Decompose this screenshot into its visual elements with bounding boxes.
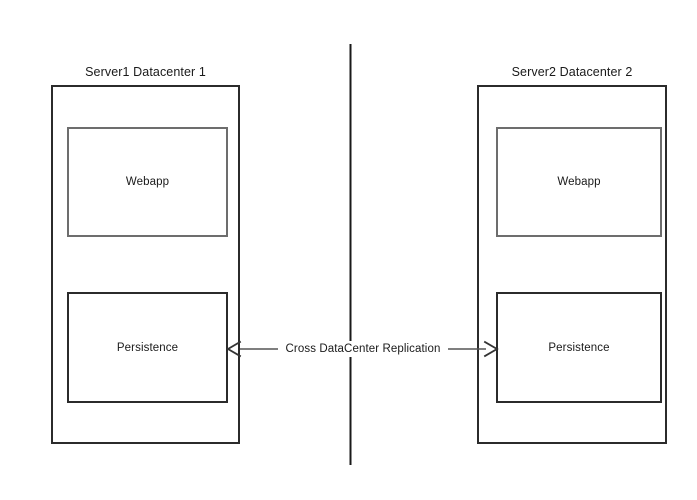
datacenter-1-webapp-box[interactable]: Webapp — [67, 127, 228, 237]
datacenter-2-persistence-box[interactable]: Persistence — [496, 292, 662, 403]
datacenter-1-persistence-box[interactable]: Persistence — [67, 292, 228, 403]
datacenter-1-title: Server1 Datacenter 1 — [85, 65, 206, 79]
replication-connector-label: Cross DataCenter Replication — [278, 341, 448, 357]
datacenter-2-title: Server2 Datacenter 2 — [511, 65, 633, 79]
datacenter-1-persistence-label: Persistence — [116, 341, 179, 354]
datacenter-2-webapp-box[interactable]: Webapp — [496, 127, 662, 237]
datacenter-1-webapp-label: Webapp — [125, 176, 170, 188]
datacenter-2-webapp-label: Webapp — [557, 176, 601, 188]
datacenter-2-persistence-label: Persistence — [548, 341, 610, 354]
